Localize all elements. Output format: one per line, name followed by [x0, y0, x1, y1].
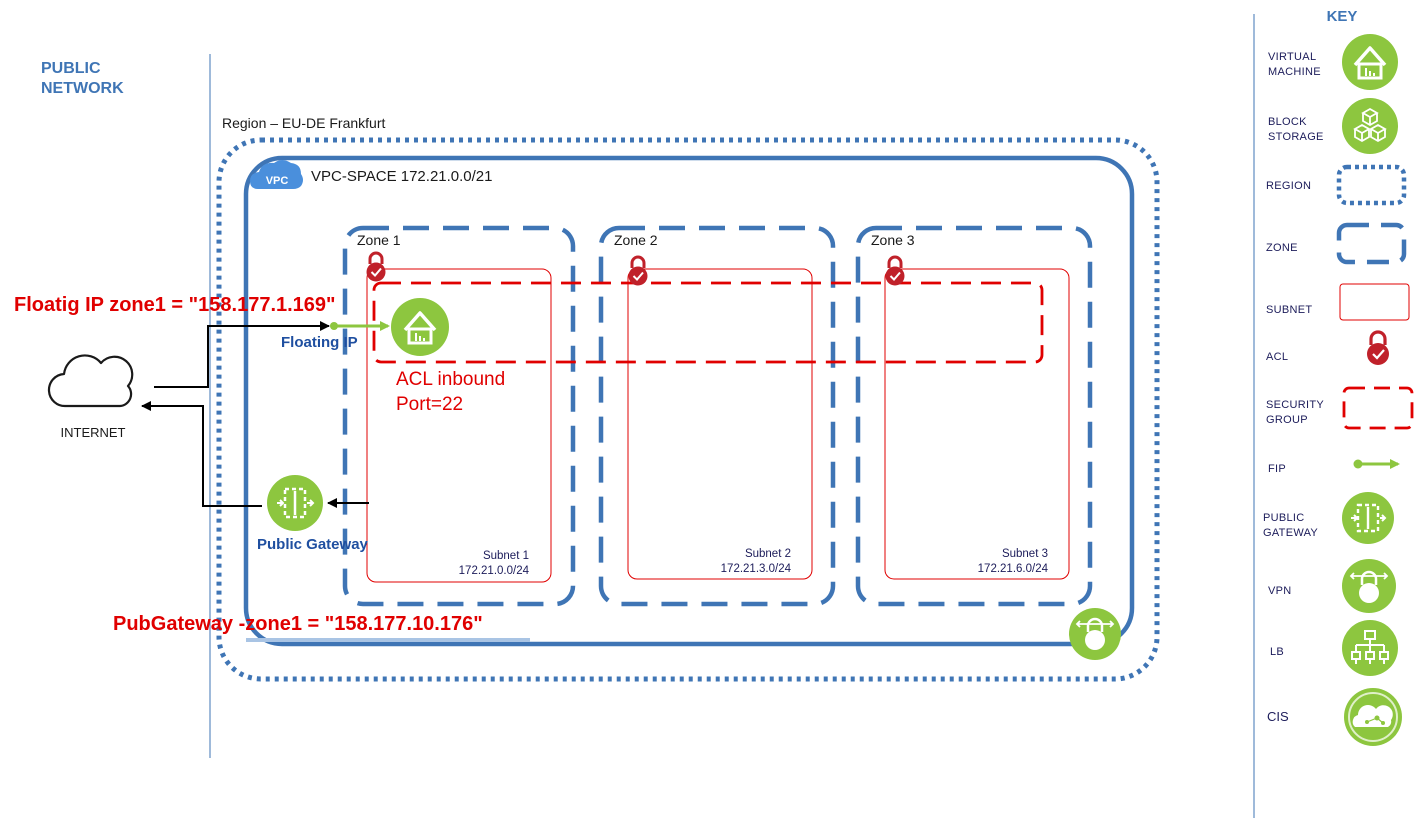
internet-to-floating-ip-line [154, 321, 330, 388]
block-storage-icon [1342, 98, 1398, 154]
public-gateway-icon [1342, 492, 1394, 544]
virtual-machine-icon [1342, 34, 1398, 90]
key-item-label: CIS [1267, 709, 1289, 724]
region-swatch [1336, 164, 1407, 206]
key-title: KEY [1327, 8, 1358, 25]
vpc-badge-label: VPC [266, 175, 289, 187]
acl-lock-icon [1367, 330, 1389, 365]
key-item-label-line2: STORAGE [1268, 131, 1324, 143]
subnet-2-box [627, 268, 813, 580]
subnet-3-box [884, 268, 1070, 580]
subnet-swatch [1339, 283, 1410, 321]
key-item-label-line2: GATEWAY [1263, 527, 1318, 539]
zone-2-label: Zone 2 [614, 232, 658, 248]
public-gateway-label: Public Gateway [257, 536, 369, 553]
fip-arrow-origin [330, 322, 338, 330]
key-item-label: LB [1270, 646, 1284, 658]
subnet-3-cidr: 172.21.6.0/24 [978, 563, 1049, 575]
acl-lock-icon [366, 251, 386, 282]
public-gateway-annotation: PubGateway -zone1 = "158.177.10.176" [113, 613, 483, 635]
key-item-label-line1: PUBLIC [1263, 512, 1305, 524]
key-item-label-line1: BLOCK [1268, 116, 1307, 128]
region-boundary [216, 137, 1160, 682]
vpc-label: VPC-SPACE 172.21.0.0/21 [311, 168, 493, 185]
public-gateway-icon [267, 475, 323, 531]
zone-1-boundary [342, 225, 576, 607]
vpn-icon [1342, 559, 1396, 613]
virtual-machine-icon [391, 298, 449, 356]
acl-inbound-note: ACL inbound [396, 369, 505, 390]
zone-swatch [1336, 222, 1407, 265]
key-item-label: ZONE [1266, 242, 1298, 254]
region-label: Region – EU-DE Frankfurt [222, 115, 386, 131]
subnet-1-box [366, 268, 552, 583]
acl-lock-icon [885, 255, 905, 286]
floating-ip-label: Floating IP [281, 334, 358, 351]
vpc-boundary [243, 155, 1135, 647]
load-balancer-icon [1342, 620, 1398, 676]
vpn-icon [1069, 608, 1121, 660]
subnet-3-name: Subnet 3 [1002, 548, 1048, 560]
zone-1-label: Zone 1 [357, 232, 401, 248]
key-item-label-line1: SECURITY [1266, 399, 1324, 411]
cis-icon [1344, 688, 1402, 746]
key-item-label: ACL [1266, 351, 1288, 363]
security-group-swatch [1342, 386, 1414, 430]
floating-ip-annotation: Floatig IP zone1 = "158.177.1.169" [14, 294, 336, 316]
internet-cloud-icon [47, 354, 134, 408]
key-item-label-line2: MACHINE [1268, 66, 1321, 78]
security-group-box [372, 281, 1044, 364]
public-network-title-line1: PUBLIC [41, 60, 101, 77]
acl-port-note: Port=22 [396, 394, 463, 415]
subnet-1-name: Subnet 1 [483, 550, 529, 562]
vpc-cloud-badge: VPC [250, 160, 303, 189]
subnet-2-name: Subnet 2 [745, 548, 791, 560]
key-item-label: REGION [1266, 180, 1311, 192]
key-item-label-line2: GROUP [1266, 414, 1308, 426]
zone-3-boundary [855, 225, 1093, 607]
subnet-2-cidr: 172.21.3.0/24 [721, 563, 792, 575]
gateway-to-internet-line [141, 401, 262, 507]
public-network-title-line2: NETWORK [41, 80, 124, 97]
internet-label: INTERNET [61, 425, 126, 440]
fip-arrow-icon [1353, 459, 1400, 469]
key-item-label: VPN [1268, 585, 1292, 597]
zone-3-label: Zone 3 [871, 232, 915, 248]
zone-2-boundary [598, 225, 836, 607]
subnet-1-cidr: 172.21.0.0/24 [459, 565, 530, 577]
key-item-label: SUBNET [1266, 304, 1312, 316]
key-item-label: FIP [1268, 463, 1286, 475]
key-item-label-line1: VIRTUAL [1268, 51, 1316, 63]
acl-lock-icon [628, 255, 648, 286]
